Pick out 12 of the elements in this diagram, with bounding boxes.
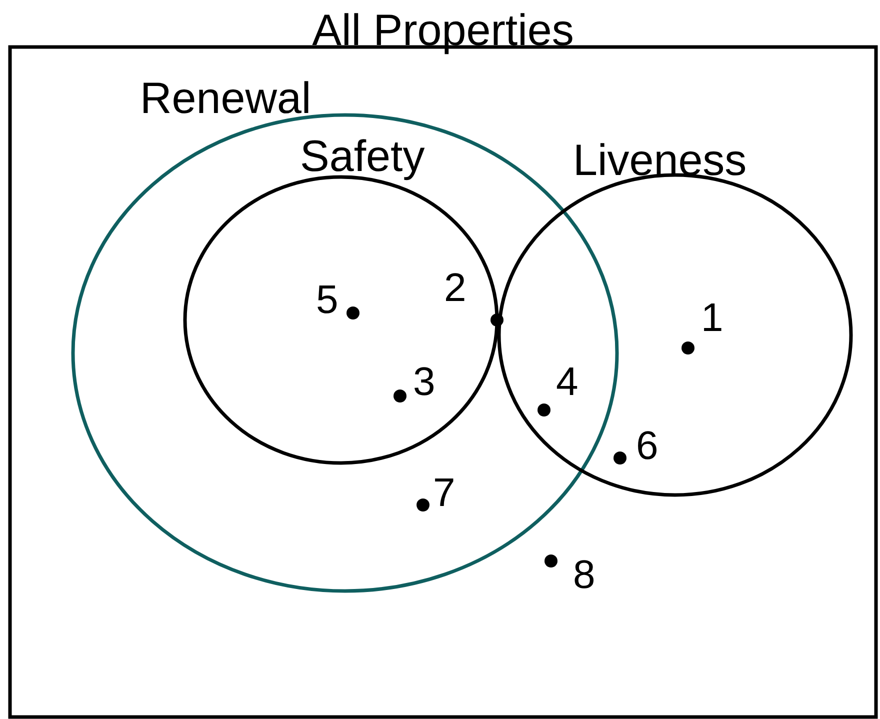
point-number: 8 — [573, 553, 596, 597]
point-number: 7 — [433, 471, 456, 515]
set-title: Renewal — [140, 75, 312, 123]
point-number: 3 — [413, 360, 436, 404]
set-title: All Properties — [312, 7, 574, 55]
point-number: 6 — [636, 424, 658, 468]
point-number: 4 — [556, 360, 578, 404]
set-title: Safety — [300, 133, 425, 181]
set-title: Liveness — [573, 137, 747, 185]
point-number: 2 — [444, 266, 466, 310]
point-number: 5 — [316, 278, 338, 322]
point-number: 1 — [701, 296, 724, 340]
